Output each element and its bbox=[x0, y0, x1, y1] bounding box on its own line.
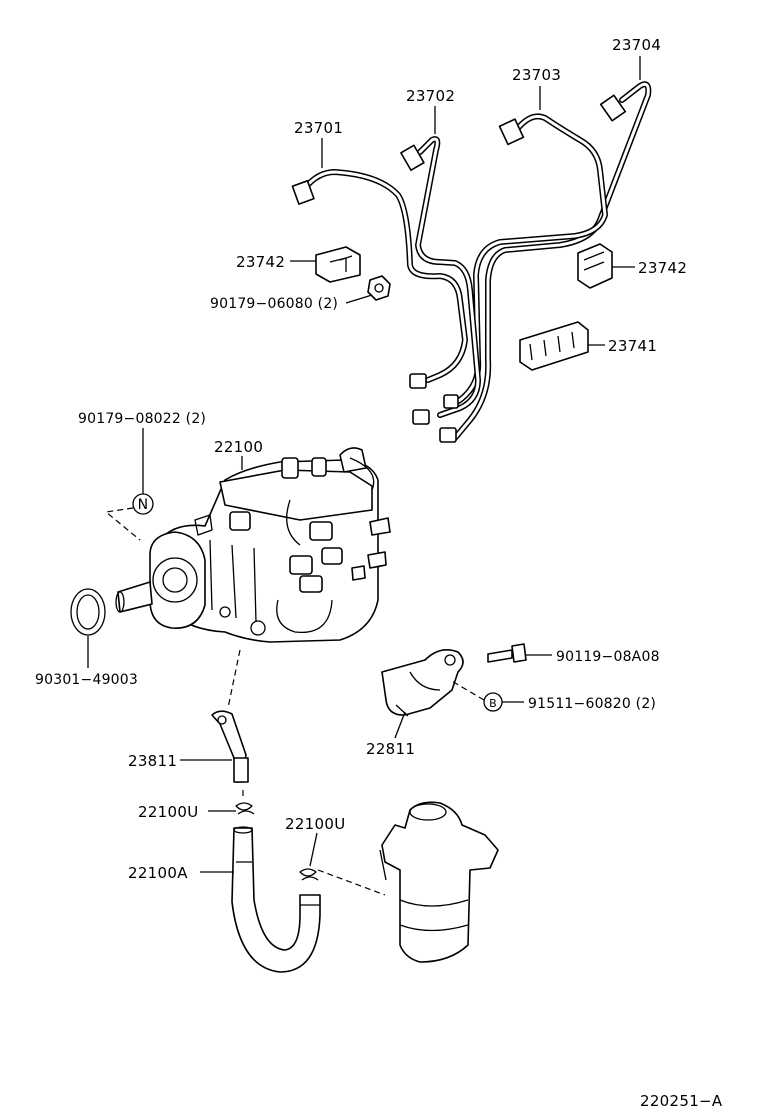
label-90179-06080: 90179−06080 (2) bbox=[210, 296, 338, 312]
label-23742-right: 23742 bbox=[638, 259, 687, 277]
svg-text:B: B bbox=[489, 697, 497, 710]
label-23741: 23741 bbox=[608, 337, 657, 355]
label-90119-08A08: 90119−08A08 bbox=[556, 649, 660, 665]
b-symbol: B bbox=[483, 692, 503, 712]
label-23742-left: 23742 bbox=[236, 253, 285, 271]
label-23703: 23703 bbox=[512, 66, 561, 84]
svg-text:N: N bbox=[138, 497, 149, 513]
part-labels: 23704 23703 23702 23701 23742 90179−0608… bbox=[35, 36, 723, 1110]
fuel-hose-22100A bbox=[231, 826, 321, 973]
label-22100U-left: 22100U bbox=[138, 803, 199, 821]
label-90301-49003: 90301−49003 bbox=[35, 672, 138, 688]
nut-90179-06080 bbox=[367, 275, 391, 301]
fuel-filter bbox=[379, 801, 499, 963]
bracket-22811 bbox=[381, 649, 464, 717]
bolt-90119-08A08 bbox=[487, 643, 527, 663]
label-23704: 23704 bbox=[612, 36, 661, 54]
n-symbol: N bbox=[132, 493, 154, 515]
leader-lines bbox=[87, 56, 641, 896]
fuel-pipe-23811 bbox=[211, 710, 249, 783]
label-91511-60820: 91511−60820 (2) bbox=[528, 696, 656, 712]
pipe-clamp-23742-left bbox=[315, 246, 361, 283]
label-22100A: 22100A bbox=[128, 864, 188, 882]
injection-pipe-23702 bbox=[400, 136, 481, 418]
pipe-end-nuts bbox=[409, 373, 459, 443]
injection-pipe-23704 bbox=[452, 81, 652, 441]
label-22100U-right: 22100U bbox=[285, 815, 346, 833]
label-23811: 23811 bbox=[128, 752, 177, 770]
pipe-clamp-23741 bbox=[519, 321, 589, 371]
label-90179-08022: 90179−08022 (2) bbox=[78, 411, 206, 427]
label-22811: 22811 bbox=[366, 740, 415, 758]
o-ring-90301-49003 bbox=[70, 588, 106, 636]
label-22100: 22100 bbox=[214, 438, 263, 456]
injection-pipe-23701 bbox=[291, 169, 468, 383]
label-23701: 23701 bbox=[294, 119, 343, 137]
injection-pump-22100 bbox=[115, 447, 391, 643]
diagram-id: 220251−A bbox=[640, 1092, 723, 1110]
pipe-clamp-23742-right bbox=[577, 243, 613, 289]
label-23702: 23702 bbox=[406, 87, 455, 105]
hose-clip-22100U-left bbox=[235, 802, 255, 815]
hose-clip-22100U-right bbox=[299, 868, 319, 881]
